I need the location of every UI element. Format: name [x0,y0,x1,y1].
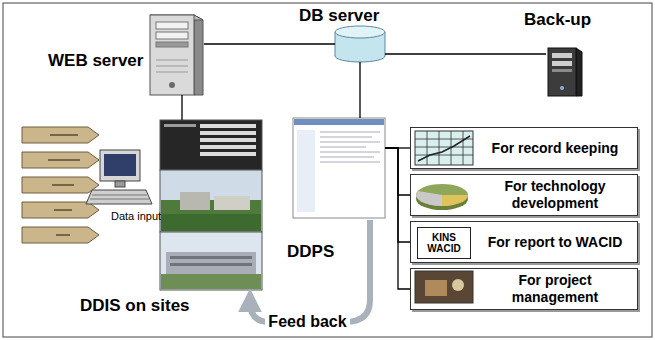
ddps-screen [293,118,385,218]
ddis-screens [160,120,262,290]
node-label: WEB server [48,51,143,71]
node-label: DB server [299,6,379,26]
purpose-box: For record keeping [410,127,638,169]
connector-line [359,62,360,118]
backup-icon [548,48,582,96]
processing-system-node: DDPS [293,118,385,218]
web-server-icon [150,15,203,95]
purpose-label: For record keeping [492,140,619,157]
node-label: DDIS on sites [80,296,190,316]
frame [3,3,652,337]
agency-box: KINS WACID [417,227,471,259]
project-photo-icon [415,271,473,303]
backup-node: Back-up [546,46,582,96]
node-label: DDPS [287,242,334,262]
database-node: DB server [335,26,385,62]
connector-line [385,53,546,54]
connector-line [204,43,335,44]
server-node: WEB server [142,13,204,95]
arrow-scribble [48,135,80,235]
feedback-arrow [250,220,370,322]
free-label: Data input [111,210,161,222]
purpose-label: For report to WACID [488,234,623,251]
purpose-box: For technology development [410,174,638,216]
connector-line [385,148,410,289]
computer-icon [86,150,152,204]
pie-chart-icon [416,184,468,210]
database-cylinder [335,26,385,62]
purpose-box: For report to WACID KINS WACID [410,221,638,263]
purpose-label: For project management [477,272,633,306]
agency-label: KINS WACID [420,232,468,254]
input-arrows [22,127,99,243]
node-label: Back-up [524,10,591,30]
connector-label: Feed back [265,313,349,331]
site-system-node: DDIS on sites [160,120,262,290]
purpose-box: For project management [410,268,638,310]
purpose-label: For technology development [477,178,633,212]
record-chart-icon [415,131,473,165]
connector-line [181,95,182,120]
